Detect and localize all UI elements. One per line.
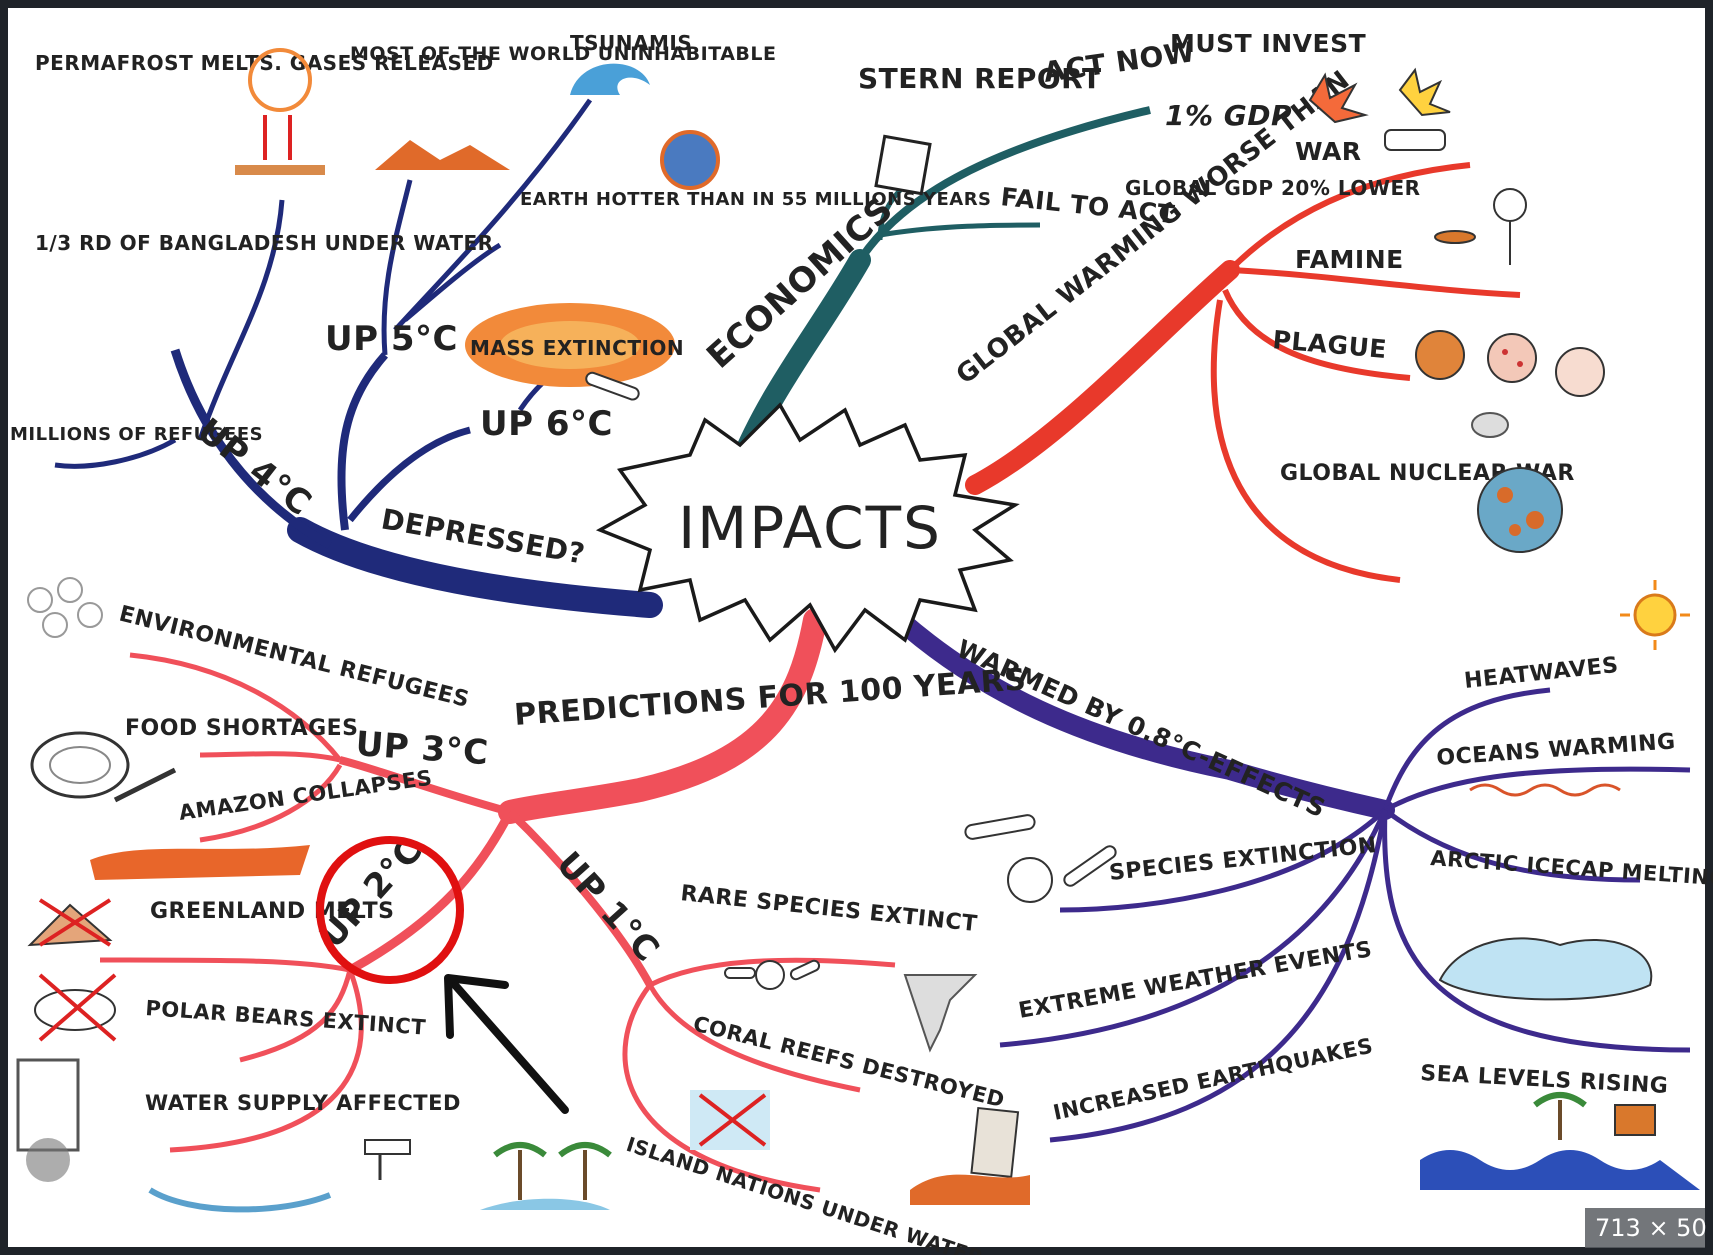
branch-tsunamis xyxy=(393,98,593,332)
center-label: IMPACTS xyxy=(678,494,942,562)
greenland-melts-label: GREENLAND MELTS xyxy=(150,899,395,924)
branch-worse-than xyxy=(965,260,1240,495)
tornado-icon xyxy=(903,974,978,1053)
branch-up6 xyxy=(347,426,471,523)
species-skull-icon xyxy=(724,959,821,990)
up3-label: UP 3°C xyxy=(354,724,489,773)
branch-islands xyxy=(622,983,821,1193)
war-explosion-icon xyxy=(1308,67,1451,151)
tsunami-wave-icon xyxy=(570,63,650,95)
impacts-starburst xyxy=(595,402,1020,654)
island-palms-icon xyxy=(480,1142,612,1210)
uninhabitable-label: MOST OF THE WORLD UNINHABITABLE xyxy=(350,43,776,65)
branch-amazon xyxy=(199,763,343,843)
branch-warmed xyxy=(890,610,1395,820)
branch-refugees xyxy=(54,437,177,469)
water-tap-icon xyxy=(148,1139,411,1213)
branch-up1 xyxy=(507,809,654,987)
sun-icon xyxy=(1620,580,1690,650)
branch-up3 xyxy=(339,756,512,816)
branch-depressed xyxy=(287,517,663,618)
bangladesh-label: 1/3 RD OF BANGLADESH UNDER WATER xyxy=(35,231,494,255)
food-shortages-label: FOOD SHORTAGES xyxy=(125,716,359,741)
bones-skull-icon xyxy=(964,814,1117,903)
branch-env-refugees xyxy=(129,652,342,762)
image-size-badge xyxy=(1585,1208,1705,1248)
report-icon xyxy=(874,134,932,196)
branch-uninhabitable xyxy=(381,179,413,356)
ocean-waves-icon xyxy=(1469,783,1621,797)
branch-fail-to-act xyxy=(879,222,1041,238)
up5-label: UP 5°C xyxy=(325,319,458,359)
hotter-label: EARTH HOTTER THAN IN 55 MILLIONS YEARS xyxy=(520,189,992,210)
branch-permafrost xyxy=(197,199,285,441)
branch-greenland xyxy=(99,957,351,973)
branch-up4 xyxy=(170,348,333,549)
empty-plate-icon xyxy=(30,731,177,803)
tsunamis-label: TSUNAMIS xyxy=(570,31,692,55)
famine-figure-icon xyxy=(1434,188,1527,265)
branch-plague xyxy=(1222,288,1411,381)
mass-extinction-label: MASS EXTINCTION xyxy=(470,336,684,360)
greenland-crossed-icon xyxy=(27,898,113,947)
branch-earthquakes xyxy=(1049,809,1388,1143)
water-supply-label: WATER SUPPLY AFFECTED xyxy=(145,1091,461,1115)
sea-level-island-icon xyxy=(1420,1092,1700,1190)
branch-oceans xyxy=(1383,766,1691,813)
gdp-1-label: 1% GDP xyxy=(1165,99,1292,132)
windmill-pump-icon xyxy=(16,1058,80,1182)
branch-extreme-weather xyxy=(999,809,1388,1048)
must-invest-label: MUST INVEST xyxy=(1170,29,1366,58)
coral-crossed-icon xyxy=(690,1090,770,1150)
scorched-land-icon xyxy=(375,140,510,170)
bone-icon xyxy=(585,371,640,401)
branch-up5 xyxy=(337,352,388,531)
war-label: WAR xyxy=(1295,137,1362,166)
plague-faces-icon xyxy=(1415,330,1605,397)
branch-hotter xyxy=(403,242,502,322)
branch-water xyxy=(169,969,364,1153)
mass-extinction-fire-icon xyxy=(465,303,675,387)
branch-sea-levels xyxy=(1382,809,1691,1053)
branch-coral xyxy=(647,983,861,1093)
amazon-fire-icon xyxy=(90,845,310,880)
earthquake-building-icon xyxy=(910,1106,1030,1205)
famine-label: FAMINE xyxy=(1295,245,1404,274)
nuclear-globe-icon xyxy=(1471,412,1563,553)
up6-label: UP 6°C xyxy=(480,404,613,444)
branch-nuclear xyxy=(1210,299,1401,583)
stern-report-label: STERN REPORT xyxy=(858,62,1102,95)
branch-arctic xyxy=(1383,808,1641,883)
polar-bear-crossed-icon xyxy=(34,973,117,1042)
pointer-arrow xyxy=(444,974,569,1114)
branch-famine xyxy=(1229,267,1521,298)
highlight-circle xyxy=(316,836,464,984)
branch-species xyxy=(1059,808,1387,913)
permafrost-gas-icon xyxy=(235,48,325,175)
branch-heatwaves xyxy=(1382,687,1551,811)
branch-predictions xyxy=(498,608,827,824)
millions-refugees-label: MILLIONS OF REFUGEES xyxy=(10,424,263,445)
branch-polar xyxy=(239,969,353,1063)
branch-rare-species xyxy=(648,957,896,988)
branch-war xyxy=(1227,162,1471,273)
icecap-icon xyxy=(1438,937,1653,1001)
branch-up2 xyxy=(347,809,514,974)
global-gdp-label: GLOBAL GDP 20% LOWER xyxy=(1125,176,1421,200)
hot-earth-icon xyxy=(660,130,720,190)
refugees-crowd-icon xyxy=(27,577,103,638)
image-size-text: 713 × 50 xyxy=(1595,1214,1707,1242)
branch-food xyxy=(199,751,341,763)
